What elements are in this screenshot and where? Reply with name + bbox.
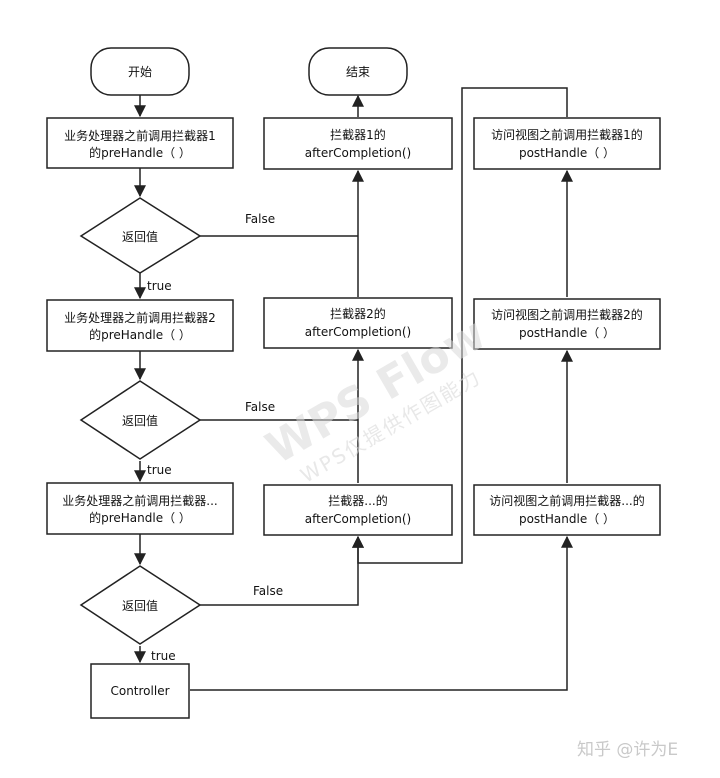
true-label-1: true — [147, 279, 172, 293]
edge-labels: False False False true true true — [147, 212, 283, 663]
decision-3-label: 返回值 — [122, 598, 158, 613]
prehandle-2-line1: 业务处理器之前调用拦截器2 — [64, 310, 216, 325]
posthandle-1-line1: 访问视图之前调用拦截器1的 — [491, 127, 643, 142]
prehandle-2-line2: 的preHandle（ ） — [89, 327, 191, 342]
controller-label: Controller — [110, 684, 169, 698]
after-completion-2-line1: 拦截器2的 — [330, 306, 386, 321]
posthandle-2-line2: postHandle（ ） — [519, 326, 615, 340]
after-completion-3-line2: afterCompletion() — [305, 512, 411, 526]
false-label-2: False — [245, 400, 275, 414]
after-completion-1-box — [263, 117, 453, 170]
end-label: 结束 — [346, 65, 370, 79]
controller-box — [90, 663, 190, 719]
edge-post1-to-after3 — [352, 87, 568, 564]
posthandle-3-box — [473, 484, 661, 536]
decision-1-label: 返回值 — [122, 229, 158, 244]
after-completion-3-line1: 拦截器...的 — [328, 493, 387, 508]
prehandle-2-box — [46, 299, 234, 352]
posthandle-2-line1: 访问视图之前调用拦截器2的 — [491, 307, 643, 322]
posthandle-1-box — [473, 117, 661, 170]
true-label-3: true — [151, 649, 176, 663]
posthandle-3-line2: postHandle（ ） — [519, 512, 615, 526]
decision-3-diamond — [79, 565, 202, 645]
true-label-2: true — [147, 463, 172, 477]
prehandle-3-line2: 的preHandle（ ） — [89, 510, 191, 525]
false-label-3: False — [253, 584, 283, 598]
edges — [134, 87, 573, 691]
source-credit: 知乎 @许为E — [577, 740, 678, 760]
after-completion-1-line1: 拦截器1的 — [330, 127, 386, 142]
end-node — [308, 47, 408, 96]
after-completion-3-box — [263, 484, 453, 536]
edge-controller-to-post3 — [190, 535, 573, 691]
prehandle-3-line1: 业务处理器之前调用拦截器... — [62, 493, 217, 508]
decision-1-diamond — [79, 197, 202, 274]
after-completion-2-box — [263, 297, 453, 349]
prehandle-1-line2: 的preHandle（ ） — [89, 145, 191, 160]
false-label-1: False — [245, 212, 275, 226]
decision-2-diamond — [79, 380, 202, 460]
start-label: 开始 — [128, 65, 152, 79]
decision-2-label: 返回值 — [122, 413, 158, 428]
after-completion-2-line2: afterCompletion() — [305, 325, 411, 339]
start-node — [90, 47, 190, 96]
prehandle-1-line1: 业务处理器之前调用拦截器1 — [64, 128, 216, 143]
posthandle-1-line2: postHandle（ ） — [519, 146, 615, 160]
posthandle-2-box — [473, 298, 661, 350]
prehandle-3-box — [46, 482, 234, 535]
prehandle-1-box — [46, 117, 234, 169]
after-completion-1-line2: afterCompletion() — [305, 146, 411, 160]
posthandle-3-line1: 访问视图之前调用拦截器...的 — [489, 493, 644, 508]
